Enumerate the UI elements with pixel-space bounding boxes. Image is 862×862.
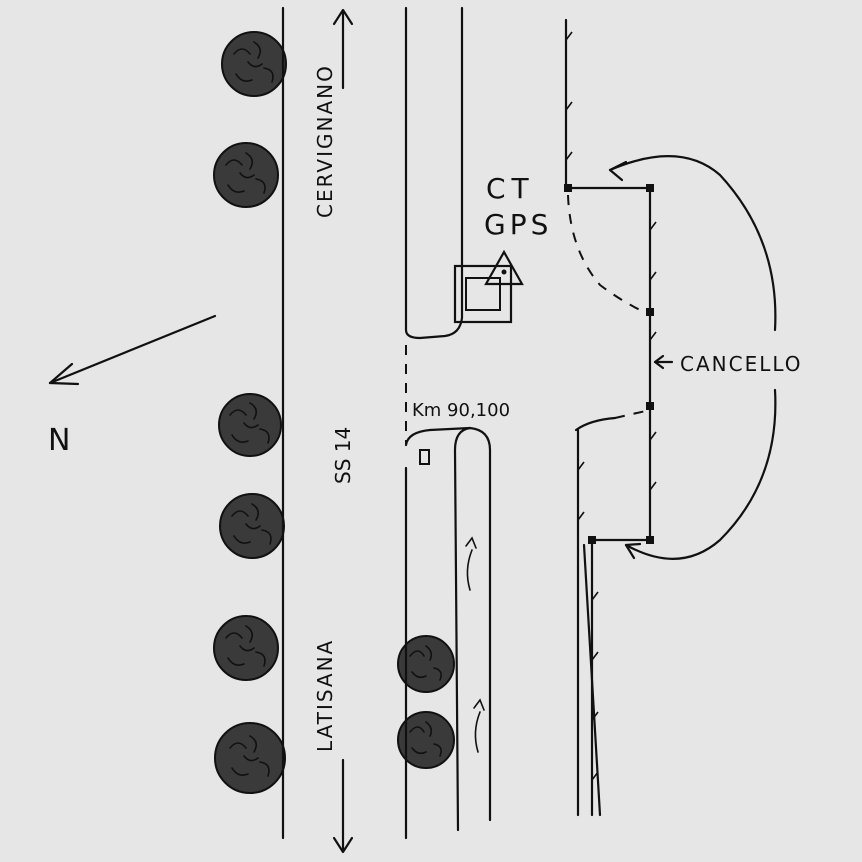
direction-arrow-up xyxy=(332,8,354,90)
tree-icon xyxy=(213,615,279,681)
north-arrow-icon xyxy=(48,314,217,386)
fence xyxy=(564,18,657,817)
flow-arrow-lower xyxy=(473,698,485,753)
direction-bottom-label: LATISANA xyxy=(313,639,337,752)
tree-icon xyxy=(214,722,286,794)
gate-swing-arrows xyxy=(608,155,777,560)
station-label-ct: CT xyxy=(486,172,535,205)
road-edge-right-upper xyxy=(404,6,464,340)
tree-icon xyxy=(397,635,455,693)
tree-icon xyxy=(397,711,455,769)
gate-pointer-arrow xyxy=(653,354,674,370)
tree-icon xyxy=(218,393,282,457)
lay-by-island xyxy=(453,426,472,832)
tree-group-left xyxy=(213,31,287,794)
north-label: N xyxy=(48,423,70,458)
direction-arrow-down xyxy=(332,758,354,854)
fence-posts xyxy=(564,184,654,544)
gps-station-icon xyxy=(453,249,524,324)
direction-top-label: CERVIGNANO xyxy=(313,64,337,218)
tree-icon xyxy=(221,31,287,97)
tree-icon xyxy=(213,142,279,208)
flow-arrow-upper xyxy=(465,536,477,591)
km-marker xyxy=(419,449,430,465)
road-name-label: SS 14 xyxy=(331,427,355,484)
tree-group-right xyxy=(397,635,455,769)
gate-label: CANCELLO xyxy=(680,352,803,376)
km-label: Km 90,100 xyxy=(412,400,510,421)
station-label-gps: GPS xyxy=(484,208,552,241)
tree-icon xyxy=(219,493,285,559)
